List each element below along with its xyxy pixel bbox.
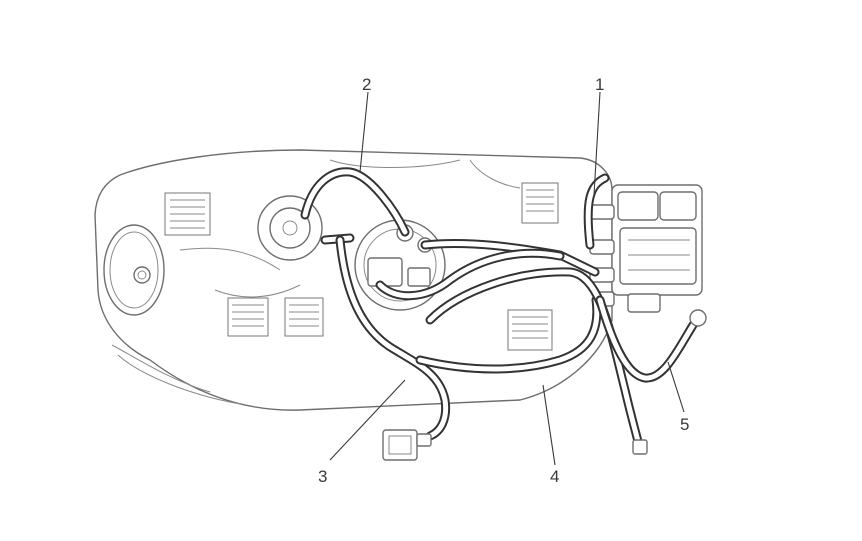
callout-3: 3 [318, 467, 327, 486]
callout-5: 5 [680, 415, 689, 434]
hoses [300, 167, 707, 461]
grille-3 [284, 297, 324, 337]
grille-1 [164, 192, 211, 236]
hose-4-end-fitting [632, 439, 648, 455]
grille-2 [227, 297, 269, 337]
leader-2 [359, 91, 369, 173]
tank-grilles [164, 182, 559, 351]
tank-left-cutout [103, 224, 165, 316]
callout-2: 2 [362, 75, 371, 94]
hose-4 [425, 267, 645, 455]
callout-1: 1 [595, 75, 604, 94]
leader-4 [542, 384, 556, 466]
hose-5 [595, 295, 707, 383]
grille-5 [521, 182, 559, 224]
hose-1 [583, 173, 610, 250]
leader-lines [329, 91, 685, 466]
canister-assembly [589, 184, 703, 313]
grille-4 [507, 309, 553, 351]
callout-labels: 1 2 3 4 5 [318, 75, 689, 486]
leader-1 [593, 91, 601, 196]
leader-3 [329, 379, 406, 461]
hose-3 [335, 235, 602, 441]
fuel-tank [94, 149, 613, 411]
leader-5 [667, 361, 685, 413]
callout-4: 4 [550, 467, 559, 486]
hose-3-connector [382, 429, 432, 461]
